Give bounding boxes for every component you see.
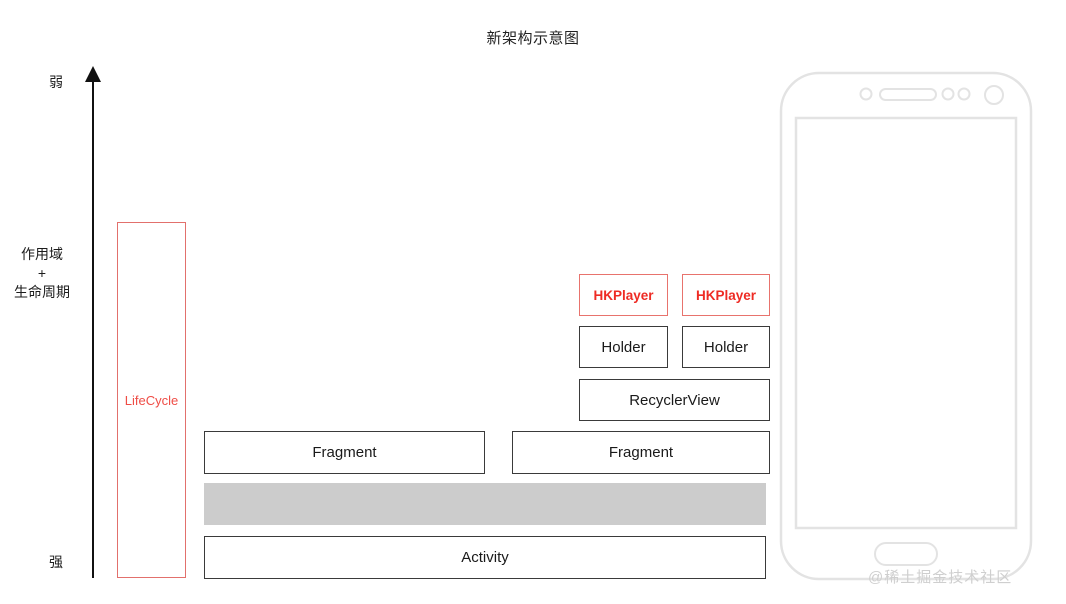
box-hkplayer-right[interactable]: HKPlayer [682,274,770,316]
box-holder-left-label: Holder [601,338,646,356]
box-recyclerview[interactable]: RecyclerView [579,379,770,421]
sensor-dot-icon [859,87,873,101]
box-hkplayer-left-label: HKPlayer [593,287,654,303]
box-hkplayer-right-label: HKPlayer [695,287,757,303]
axis-line [92,78,94,578]
box-fragment-left[interactable]: Fragment [204,431,485,474]
phone-illustration [778,70,1034,582]
axis-label-scope-lifecycle: 作用域 + 生命周期 [0,245,84,302]
phone-screen [794,116,1018,530]
box-fragment-right[interactable]: Fragment [512,431,770,474]
axis-arrow-up-icon [85,66,101,82]
axis-label-plus: + [37,265,47,281]
box-holder-right-label: Holder [703,338,749,356]
axis-label-strong: 强 [49,554,63,570]
box-holder-left[interactable]: Holder [579,326,668,368]
axis-label-scope: 作用域 [21,246,63,262]
sensor-dot-3-icon [957,87,971,101]
page-title: 新架构示意图 [486,30,580,47]
box-holder-right[interactable]: Holder [682,326,770,368]
box-lifecycle[interactable]: LifeCycle [117,222,186,578]
box-recyclerview-label: RecyclerView [629,391,720,409]
box-fragment-right-label: Fragment [608,444,674,461]
axis-label-weak: 弱 [49,74,63,90]
axis-label-lifecycle-cn: 生命周期 [14,284,70,300]
box-gray-layer[interactable] [204,483,766,525]
box-activity-label: Activity [461,549,509,566]
box-activity[interactable]: Activity [204,536,766,579]
earpiece-speaker-icon [879,88,937,101]
watermark: @稀土掘金技术社区 [868,569,1013,586]
box-fragment-left-label: Fragment [312,444,377,461]
box-hkplayer-left[interactable]: HKPlayer [579,274,668,316]
box-lifecycle-label: LifeCycle [124,392,179,408]
front-camera-icon [984,85,1004,105]
home-button-icon [874,542,938,566]
sensor-dot-2-icon [941,87,955,101]
